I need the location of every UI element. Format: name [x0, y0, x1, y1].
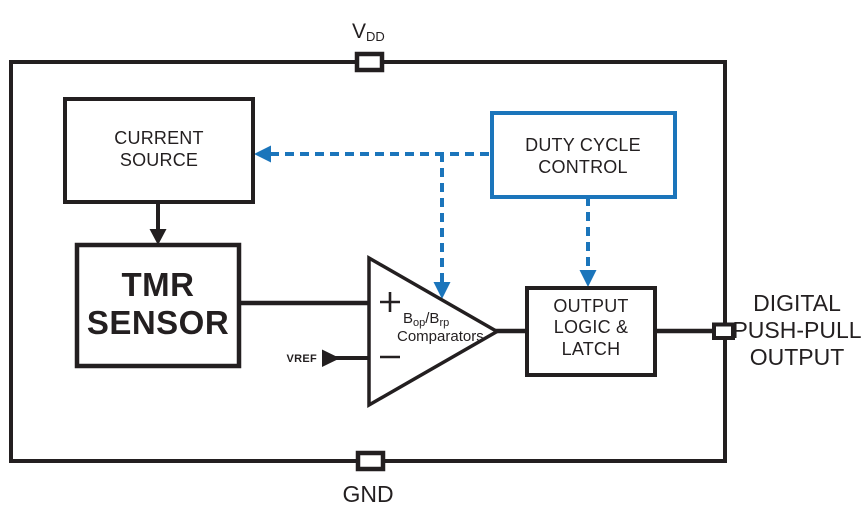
arrowhead-down-blue-icon: [433, 282, 451, 299]
vdd-pin: VDD: [352, 20, 385, 73]
output-pin-square: [712, 322, 735, 340]
arrowhead-left-blue-icon: [254, 145, 271, 163]
comparator-word-label: Comparators: [397, 328, 484, 345]
gnd-label: GND: [342, 481, 393, 507]
label-b1: B: [403, 310, 413, 327]
tmr-sensor-label-line1: TMR: [122, 266, 195, 303]
tmr-sensor-block: TMR SENSOR: [74, 242, 242, 369]
vdd-label-main: V: [352, 20, 366, 43]
digital-output-label-line3: OUTPUT: [750, 344, 845, 370]
duty-cycle-control-rect: [490, 111, 677, 199]
output-logic-label-line3: LATCH: [562, 339, 621, 359]
label-b1-sub: op: [413, 317, 425, 329]
tmr-sensor-rect: [74, 242, 242, 369]
current-source-block: CURRENT SOURCE: [63, 97, 255, 204]
current-source-rect: [63, 97, 255, 204]
output-logic-label-line2: LOGIC &: [554, 317, 628, 337]
arrowhead-down-black-icon: [149, 229, 167, 245]
duty-cycle-control-block: DUTY CYCLE CONTROL: [490, 111, 677, 199]
gnd-pin: GND: [342, 450, 394, 507]
label-b2: /B: [425, 310, 439, 327]
duty-cycle-label-line1: DUTY CYCLE: [525, 135, 641, 155]
comparator-block: Bop/Brp Comparators VREF: [286, 254, 501, 409]
current-source-label-line2: SOURCE: [120, 150, 198, 170]
output-logic-latch-rect: [525, 286, 657, 377]
vref-arrow-icon: [322, 349, 340, 367]
digital-output-label-line2: PUSH-PULL: [732, 317, 861, 343]
digital-output-pin: DIGITAL PUSH-PULL OUTPUT: [712, 290, 862, 370]
digital-output-label-line1: DIGITAL: [753, 290, 841, 316]
vref-label: VREF: [286, 353, 317, 365]
vdd-label-sub: DD: [366, 29, 385, 44]
comparator-thresholds-label: Bop/Brp: [403, 310, 449, 329]
current-source-label-line1: CURRENT: [114, 128, 203, 148]
comparator-triangle: [367, 254, 501, 409]
output-logic-latch-block: OUTPUT LOGIC & LATCH: [525, 286, 657, 377]
gnd-pin-square: [355, 450, 386, 472]
vdd-pin-square: [354, 51, 385, 73]
duty-cycle-label-line2: CONTROL: [538, 157, 627, 177]
output-logic-label-line1: OUTPUT: [553, 296, 628, 316]
vdd-label: VDD: [352, 20, 385, 44]
comparator-plus-icon: [380, 292, 400, 312]
tmr-sensor-label-line2: SENSOR: [87, 304, 229, 341]
label-b2-sub: rp: [439, 317, 449, 329]
arrowhead-down-blue2-icon: [579, 270, 597, 287]
